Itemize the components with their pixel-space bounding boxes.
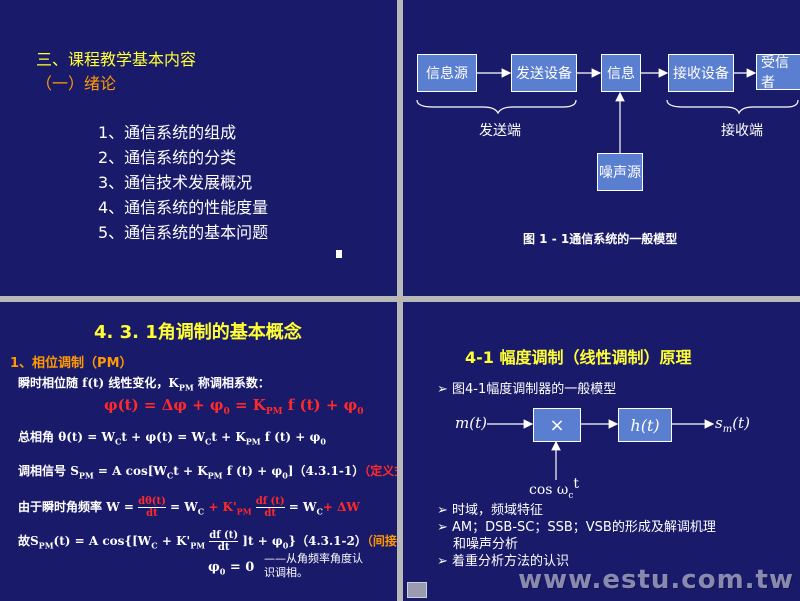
transmitter-box: 发送设备 [511, 54, 577, 92]
noise-source-box: 噪声源 [597, 153, 643, 191]
slide-nav-button[interactable] [407, 582, 427, 598]
equation-total-phase: 总相角 θ(t) = WCt + φ(t) = WCt + KPM f (t) … [18, 430, 326, 447]
output-signal-label: sm(t) [715, 414, 750, 435]
contents-list: 1、通信系统的组成 2、通信系统的分类 3、通信技术发展概况 4、通信系统的性能… [98, 120, 268, 245]
list-item: 1、通信系统的组成 [98, 123, 237, 142]
heading-course-content: 三、课程教学基本内容 [36, 50, 197, 69]
slide-angle-modulation: 4. 3. 1角调制的基本概念 1、相位调制（PM） 瞬时相位随 f(t) 线性… [0, 302, 397, 601]
receiver-box: 接收设备 [668, 54, 734, 92]
slide-amplitude-modulation: 4-1 幅度调制（线性调制）原理 ➢ 图4-1幅度调制器的一般模型 m(t) ×… [403, 302, 800, 601]
equation-phase: φ(t) = Δφ + φ0 = KPM f (t) + φ0 [104, 396, 364, 417]
source-box: 信息源 [417, 54, 477, 92]
list-item: ➢ AM；DSB-SC；SSB；VSB的形成及解调机理 [437, 520, 716, 535]
section-heading: 1、相位调制（PM） [10, 356, 133, 371]
list-item: 3、通信技术发展概况 [98, 173, 253, 192]
heading-introduction: （一）绪论 [36, 74, 117, 93]
list-item: ➢ 着重分析方法的认识 [437, 554, 570, 569]
slide-title: 4-1 幅度调制（线性调制）原理 [465, 348, 692, 367]
list-item: ➢ 时域，频域特征 [437, 503, 544, 518]
equation-instant-frequency: 由于瞬时角频率 W = dθ(t)dt = WC + K'PM df (t)dt… [18, 496, 360, 519]
receive-end-label: 接收端 [721, 123, 763, 139]
slide-title: 4. 3. 1角调制的基本概念 [94, 322, 302, 343]
sink-box: 受信者 [756, 54, 800, 91]
am-model-lines [487, 419, 715, 480]
cursor-marker-icon [336, 250, 342, 258]
equation-pm-signal: 调相信号 SPM = A cos[WCt + KPM f (t) + φ0]（4… [18, 464, 397, 481]
bullet-figure: ➢ 图4-1幅度调制器的一般模型 [437, 382, 617, 397]
model-diagram-lines [416, 68, 799, 153]
site-watermark: www.estu.com.tw [518, 565, 794, 595]
phi-zero-condition: φ0 = 0 [208, 560, 255, 577]
list-item: 4、通信系统的性能度量 [98, 198, 269, 217]
list-item: 2、通信系统的分类 [98, 148, 237, 167]
list-item: 5、通信系统的基本问题 [98, 223, 269, 242]
channel-box: 信息 [601, 54, 641, 92]
input-signal-label: m(t) [455, 414, 487, 432]
bullet-list: ➢ 时域，频域特征 ➢ AM；DSB-SC；SSB；VSB的形成及解调机理 和噪… [437, 502, 716, 570]
indirect-note: ——从角频率角度认 识调相。 [264, 552, 363, 579]
slide-course-contents: 三、课程教学基本内容 （一）绪论 1、通信系统的组成 2、通信系统的分类 3、通… [0, 0, 397, 296]
definition-line: 瞬时相位随 f(t) 线性变化，KPM 称调相系数： [18, 376, 270, 393]
equation-pm-indirect: 故SPM(t) = A cos{[WC + K'PM df (t)dt ]t +… [18, 530, 397, 553]
multiplier-box: × [533, 408, 581, 442]
send-end-label: 发送端 [479, 123, 521, 139]
carrier-label: cos ωct [529, 476, 580, 501]
slide-communication-model: 信息源 发送设备 信息 接收设备 受信者 噪声源 发送端 接收端 图 1 - 1… [403, 0, 800, 296]
figure-caption: 图 1 - 1通信系统的一般模型 [523, 232, 678, 246]
filter-box: h(t) [618, 408, 672, 442]
list-item: 和噪声分析 [453, 537, 519, 552]
